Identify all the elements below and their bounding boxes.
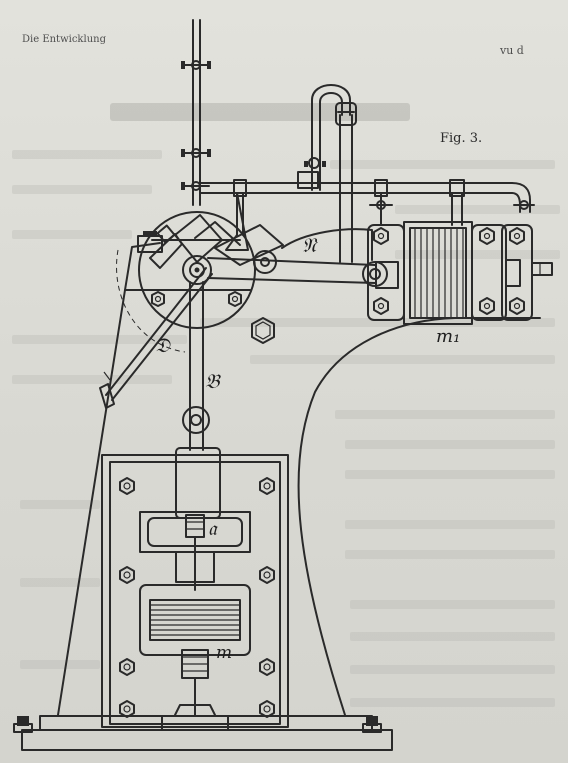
label-a: 𝔞 [208,516,218,540]
crank-mechanism [99,19,388,451]
lower-frame-panel [101,447,289,731]
coil-windings-m [150,604,240,636]
machine-frame [13,242,541,751]
coil-windings-m1 [414,228,464,318]
header-left-text: Die Entwicklung [22,34,106,45]
label-b: 𝔅 [205,369,221,393]
label-n: 𝔑 [302,233,318,257]
pipe-line [199,179,535,251]
header-right-text: vu d [500,44,524,57]
label-m: m [216,643,232,663]
label-d: 𝔇 [155,333,171,357]
label-m1: m₁ [436,326,460,347]
electromagnet-m1 [367,221,553,325]
figure-caption: Fig. 3. [440,131,482,146]
